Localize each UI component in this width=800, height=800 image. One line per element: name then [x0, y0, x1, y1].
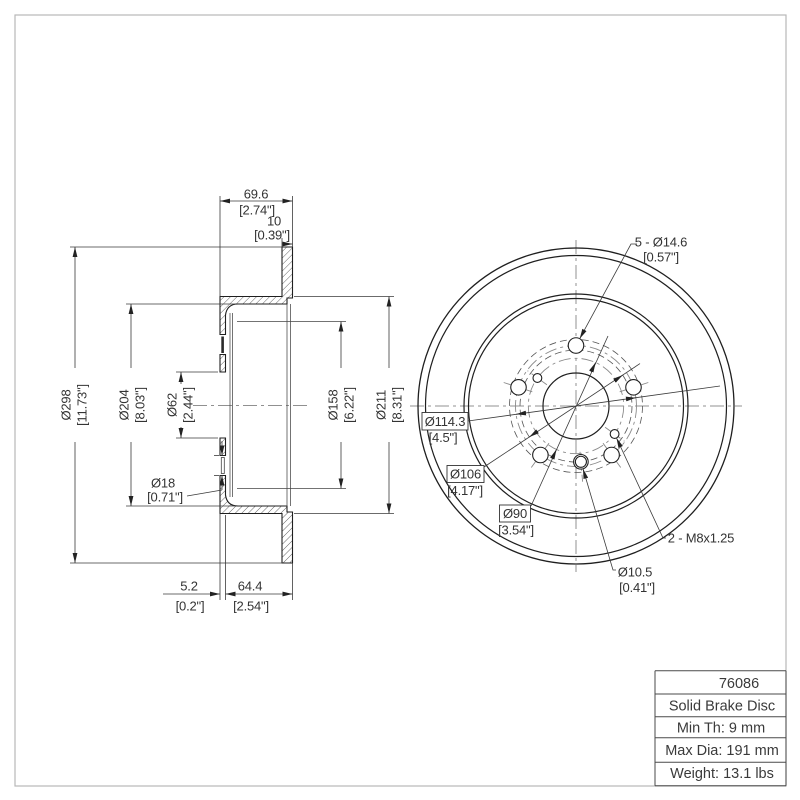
- label-pilot-hole-in: [0.41"]: [619, 580, 655, 595]
- section-extension-lines: [70, 196, 394, 600]
- label-pilot-hole-mm: Ø10.5: [618, 565, 652, 580]
- label-bolt-circle-mm: Ø114.3: [425, 414, 465, 429]
- dim-center-bore: Ø62 [2.44"]: [165, 372, 196, 438]
- dim-lug-hole-mm: Ø18: [151, 476, 175, 491]
- dim-hat-inner-diameter: Ø204 [8.03"]: [117, 304, 148, 506]
- dim-hat-inner-diameter-in: [8.03"]: [133, 387, 148, 423]
- dim-outer-diameter-mm: Ø298: [59, 389, 74, 420]
- dim-hat-depth-mm: 64.4: [238, 579, 263, 594]
- front-leaders: [579, 243, 666, 571]
- dim-inner-opening-in: [6.22"]: [342, 387, 357, 423]
- label-lug-holes-mm: 5 - Ø14.6: [635, 235, 687, 250]
- dim-overall-width-mm: 69.6: [244, 187, 269, 202]
- label-hole-circle-in: [4.17"]: [447, 483, 483, 498]
- label-thread-circle-in: [3.54"]: [498, 523, 534, 538]
- dim-hat-outer-diameter: Ø211 [8.31"]: [374, 296, 405, 514]
- lug-holes: [510, 337, 642, 464]
- front-dimension-lines: [467, 335, 721, 507]
- label-bolt-circle: Ø114.3 [4.5"]: [421, 412, 469, 445]
- pilot-hole: [573, 453, 589, 470]
- max-diameter: Max Dia: 191 mm: [665, 743, 779, 759]
- dim-disc-thickness-in: [0.39"]: [254, 228, 290, 243]
- dim-flange-thickness: 5.2 [0.2"]: [163, 579, 220, 614]
- dim-outer-diameter: Ø298 [11.73"]: [59, 247, 90, 563]
- dim-hat-depth-in: [2.54"]: [233, 599, 269, 614]
- part-description: Solid Brake Disc: [669, 699, 775, 715]
- min-thickness: Min Th: 9 mm: [677, 721, 765, 737]
- dim-center-bore-mm: Ø62: [165, 393, 180, 417]
- weight: Weight: 13.1 lbs: [670, 766, 774, 782]
- label-thread-spec: 2 - M8x1.25: [668, 531, 734, 546]
- label-bolt-circle-in: [4.5"]: [429, 430, 458, 445]
- label-hole-circle-mm: Ø106: [450, 467, 481, 482]
- dim-lug-hole: Ø18 [0.71"]: [147, 441, 225, 505]
- part-number: 76086: [719, 676, 759, 692]
- title-block-grid: [654, 670, 787, 787]
- dim-inner-opening: Ø158 [6.22"]: [326, 321, 357, 489]
- dim-flange-thickness-in: [0.2"]: [176, 599, 205, 614]
- lug-hole-section-top: [221, 336, 224, 353]
- lug-hole-section-bottom: [220, 457, 225, 474]
- title-block: 76086 Solid Brake Disc Min Th: 9 mm Max …: [654, 670, 787, 787]
- label-lug-holes-in: [0.57"]: [643, 250, 679, 265]
- dim-hat-outer-diameter-in: [8.31"]: [390, 387, 405, 423]
- dim-center-bore-in: [2.44"]: [181, 387, 196, 423]
- page-border: [14, 14, 787, 787]
- disc-section-profile: [219, 246, 346, 564]
- label-pilot-hole: Ø10.5 [0.41"]: [618, 565, 655, 596]
- dim-flange-thickness-mm: 5.2: [180, 579, 197, 594]
- section-view: 69.6 [2.74"] 10 [0.39"] Ø298 [11.73"] Ø2…: [59, 187, 405, 614]
- label-lug-holes: 5 - Ø14.6 [0.57"]: [635, 235, 688, 265]
- thread-holes: [532, 373, 620, 439]
- dim-overall-width: 69.6 [2.74"]: [220, 187, 293, 218]
- dim-hat-depth: 64.4 [2.54"]: [225, 579, 293, 614]
- label-thread-circle: Ø90 [3.54"]: [498, 504, 534, 538]
- dim-outer-diameter-in: [11.73"]: [75, 384, 90, 426]
- dim-disc-thickness: 10 [0.39"]: [254, 214, 293, 247]
- label-hole-circle: Ø106 [4.17"]: [446, 465, 485, 498]
- dim-lug-hole-in: [0.71"]: [147, 490, 183, 505]
- label-thread-circle-mm: Ø90: [503, 506, 527, 521]
- front-view: 5 - Ø14.6 [0.57"] Ø114.3 [4.5"] Ø106 [4.…: [410, 235, 742, 596]
- dim-hat-outer-diameter-mm: Ø211: [374, 390, 389, 420]
- disc-front-circles: [417, 247, 735, 565]
- dim-hat-inner-diameter-mm: Ø204: [117, 389, 132, 420]
- dim-inner-opening-mm: Ø158: [326, 389, 341, 420]
- dim-disc-thickness-mm: 10: [267, 214, 281, 229]
- dim-overall-width-in: [2.74"]: [239, 203, 275, 218]
